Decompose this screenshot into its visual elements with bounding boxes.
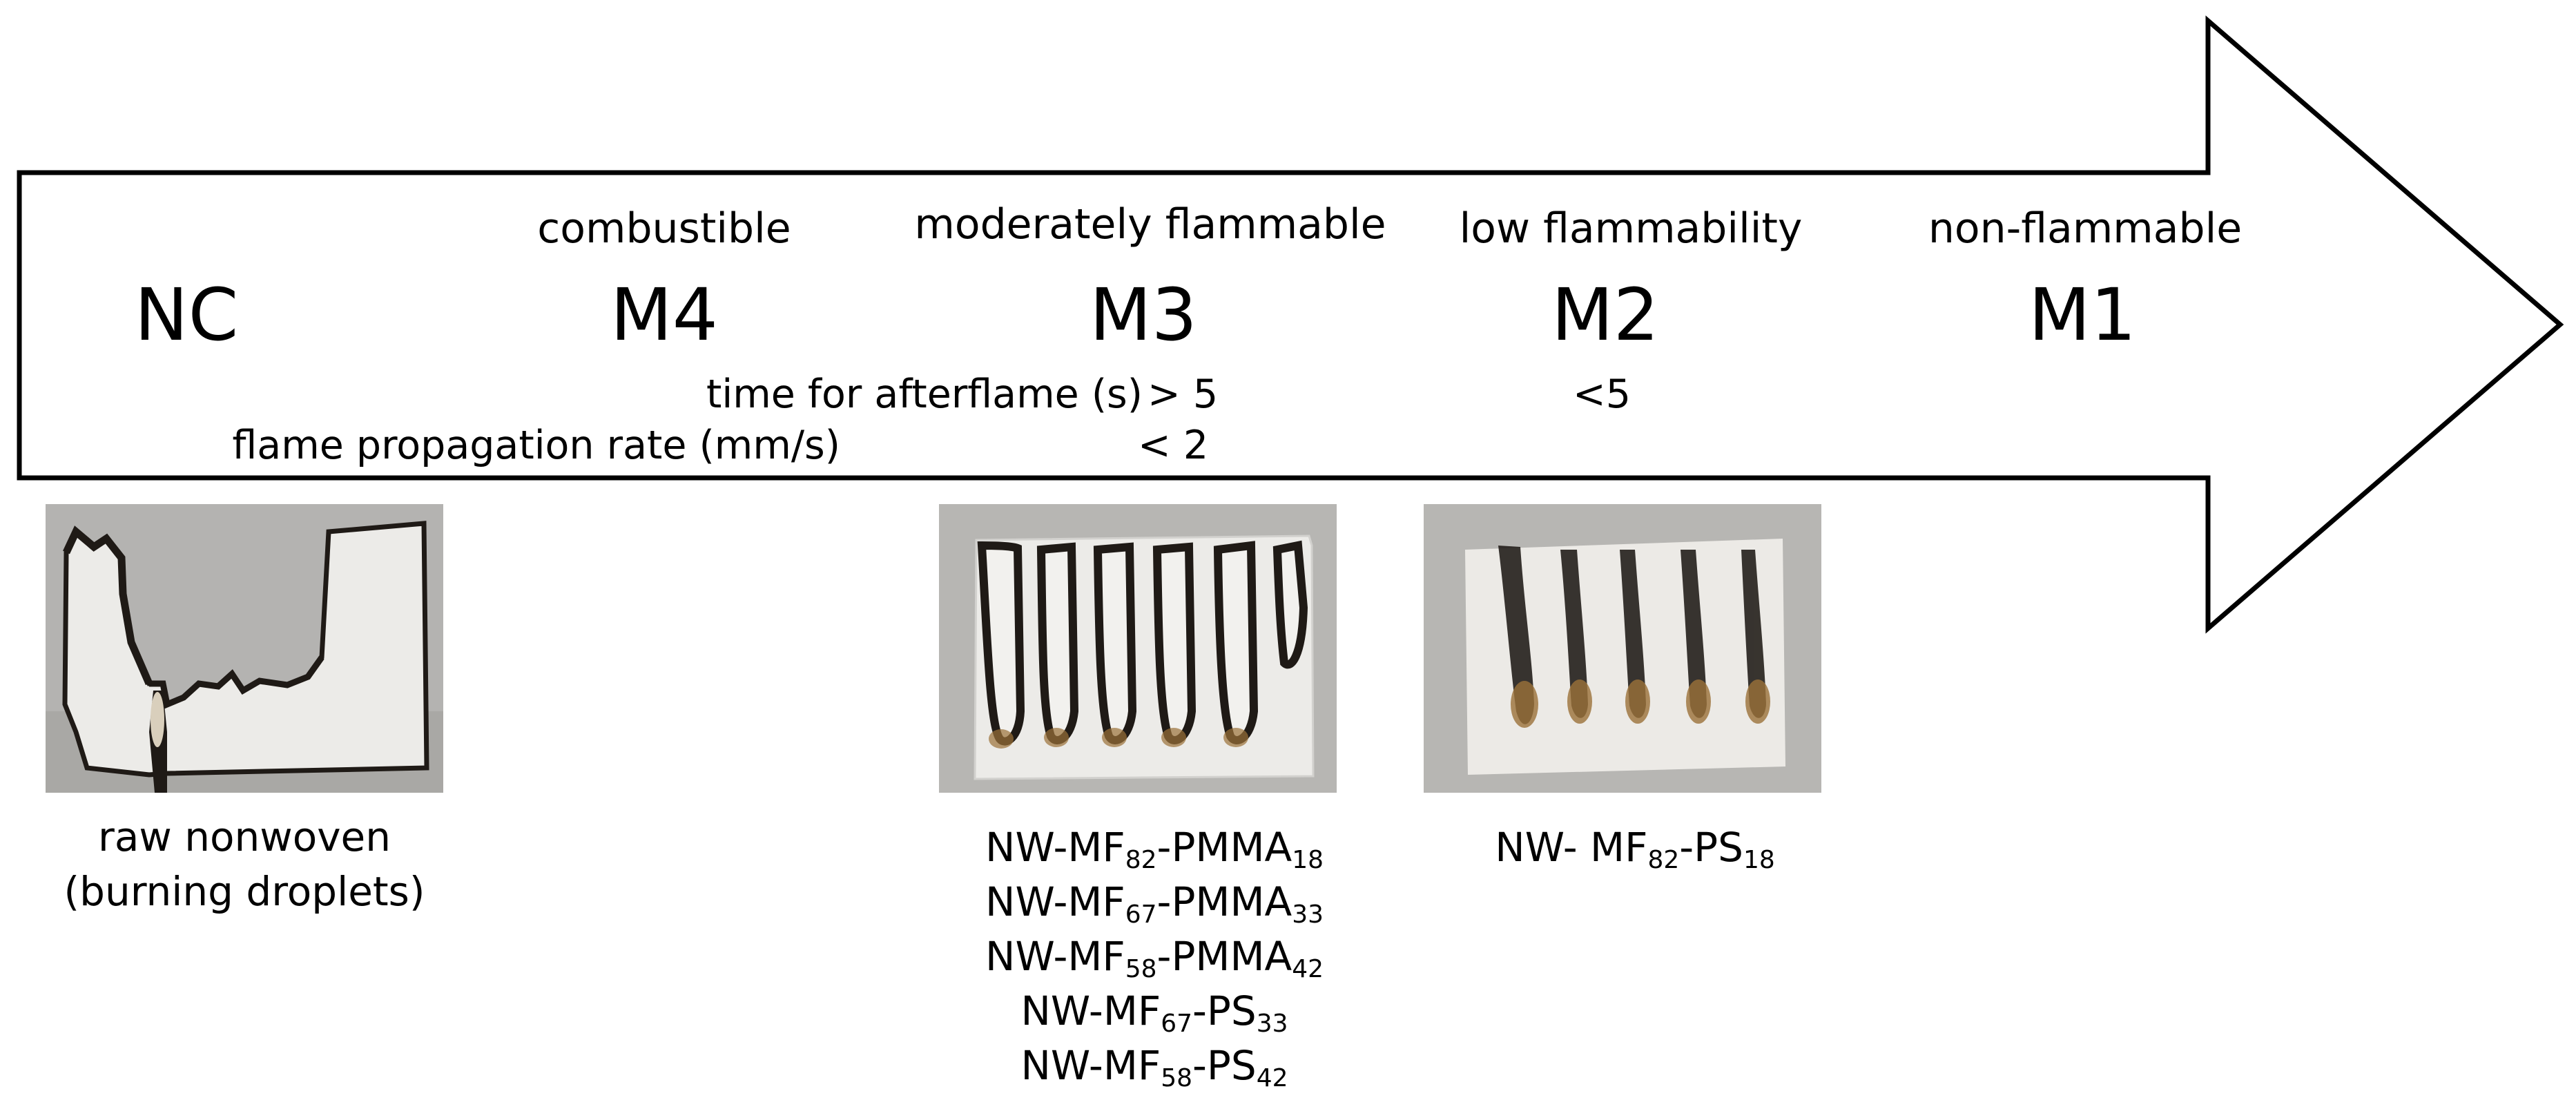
category-non-flammable: non-flammable [1928,204,2243,253]
code-m4: M4 [610,273,718,357]
code-nc: NC [134,273,239,357]
scorched-sample-moderate-photo [939,504,1337,793]
category-low-flammability: low flammability [1459,204,1803,253]
sample-label: NW-MF67-PS33 [1020,987,1288,1039]
code-m2: M2 [1551,273,1659,357]
sample-label: NW-MF58-PMMA42 [985,933,1324,984]
arrow-outline [17,15,2564,634]
criterion-propagation-label: flame propagation rate (mm/s) [232,423,840,468]
caption-raw-nonwoven: raw nonwoven (burning droplets) [64,810,425,919]
code-m3: M3 [1090,273,1197,357]
category-moderately-flammable: moderately flammable [914,200,1386,249]
sample-label: NW- MF82-PS18 [1495,824,1775,875]
criterion-afterflame-m2: <5 [1573,372,1631,417]
criterion-afterflame-m3: > 5 [1147,372,1219,417]
sample-label: NW-MF58-PS42 [1020,1042,1288,1093]
caption-m3-samples: NW-MF82-PMMA18 NW-MF67-PMMA33 NW-MF58-PM… [985,820,1324,1093]
burnt-raw-nonwoven-photo [46,504,443,793]
caption-line: raw nonwoven [98,813,391,860]
category-combustible: combustible [537,204,791,253]
caption-line: (burning droplets) [64,868,425,915]
code-m1: M1 [2028,273,2136,357]
criterion-propagation-m3: < 2 [1138,423,1209,468]
caption-m2-sample: NW- MF82-PS18 [1495,820,1774,875]
sample-label: NW-MF67-PMMA33 [985,878,1324,929]
criterion-afterflame-label: time for afterflame (s) [706,372,1143,417]
scorched-sample-low-photo [1424,504,1821,793]
sample-label: NW-MF82-PMMA18 [985,824,1324,875]
